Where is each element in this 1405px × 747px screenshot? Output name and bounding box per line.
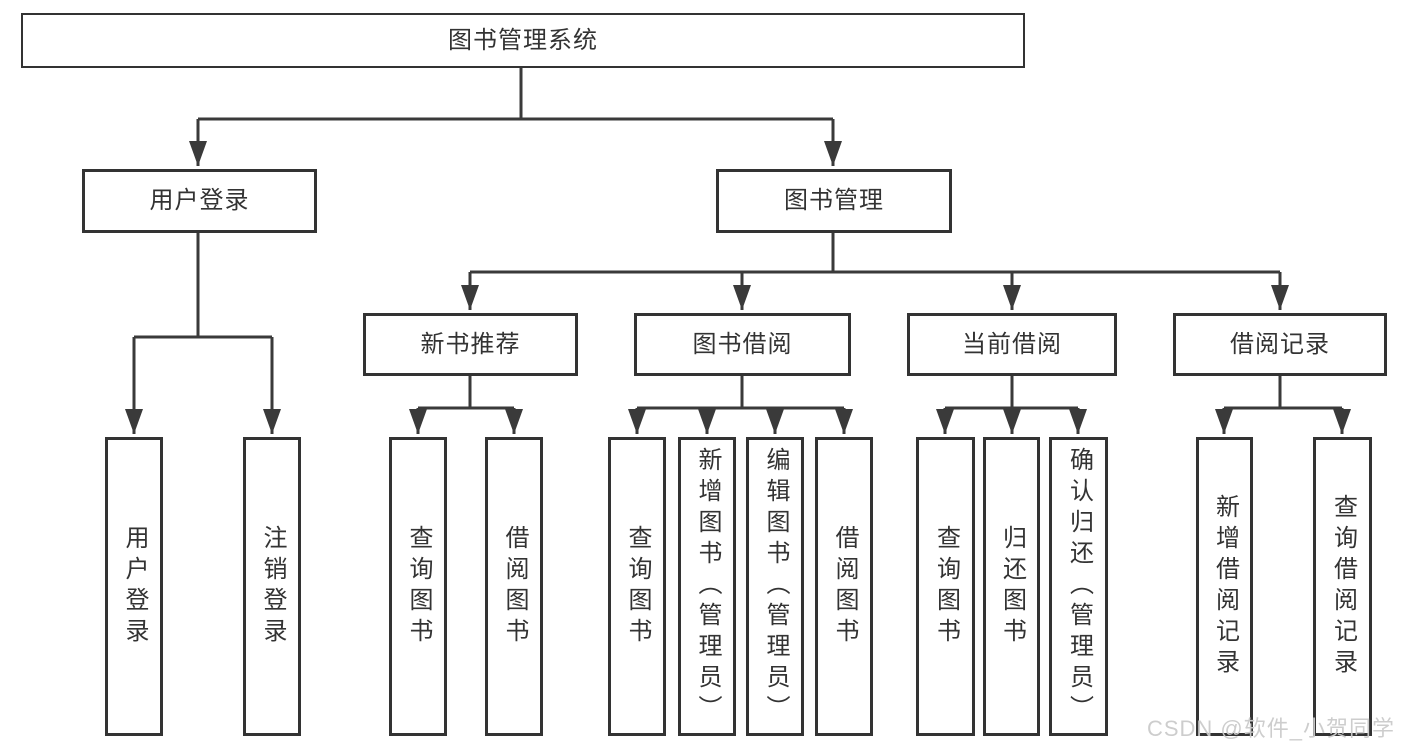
connector-book-borrow-children	[628, 376, 853, 434]
connector-book-management-children	[461, 233, 1289, 310]
node-new-book-recommend: 新书推荐	[363, 313, 578, 376]
node-book-borrow: 图书借阅	[634, 313, 851, 376]
node-bb-edit-books-admin: 编辑图书（管理员）	[746, 437, 804, 736]
node-br-query-record: 查询借阅记录	[1313, 437, 1372, 736]
node-bb-query-books: 查询图书	[608, 437, 666, 736]
node-borrow-records: 借阅记录	[1173, 313, 1387, 376]
node-user-login-leaf: 用户登录	[105, 437, 163, 736]
node-br-add-record: 新增借阅记录	[1196, 437, 1253, 736]
node-user-login-branch: 用户登录	[82, 169, 317, 233]
node-bb-add-books-admin: 新增图书（管理员）	[678, 437, 736, 736]
node-cb-confirm-return-admin: 确认归还（管理员）	[1049, 437, 1108, 736]
node-current-borrow: 当前借阅	[907, 313, 1117, 376]
watermark: CSDN @软件_小贺同学	[1146, 716, 1395, 741]
node-logout: 注销登录	[243, 437, 301, 736]
connector-borrow-records-children	[1215, 376, 1351, 434]
node-book-management: 图书管理	[716, 169, 952, 233]
node-cb-return-books: 归还图书	[983, 437, 1040, 736]
connector-root-to-level2	[189, 68, 842, 166]
node-nbr-borrow-books: 借阅图书	[485, 437, 543, 736]
node-nbr-query-books: 查询图书	[389, 437, 447, 736]
connector-new-book-recommend-children	[409, 376, 523, 434]
node-bb-borrow-books: 借阅图书	[815, 437, 873, 736]
node-cb-query-books: 查询图书	[916, 437, 975, 736]
node-root: 图书管理系统	[21, 13, 1025, 68]
connector-current-borrow-children	[936, 376, 1087, 434]
connector-user-login-children	[125, 233, 281, 434]
